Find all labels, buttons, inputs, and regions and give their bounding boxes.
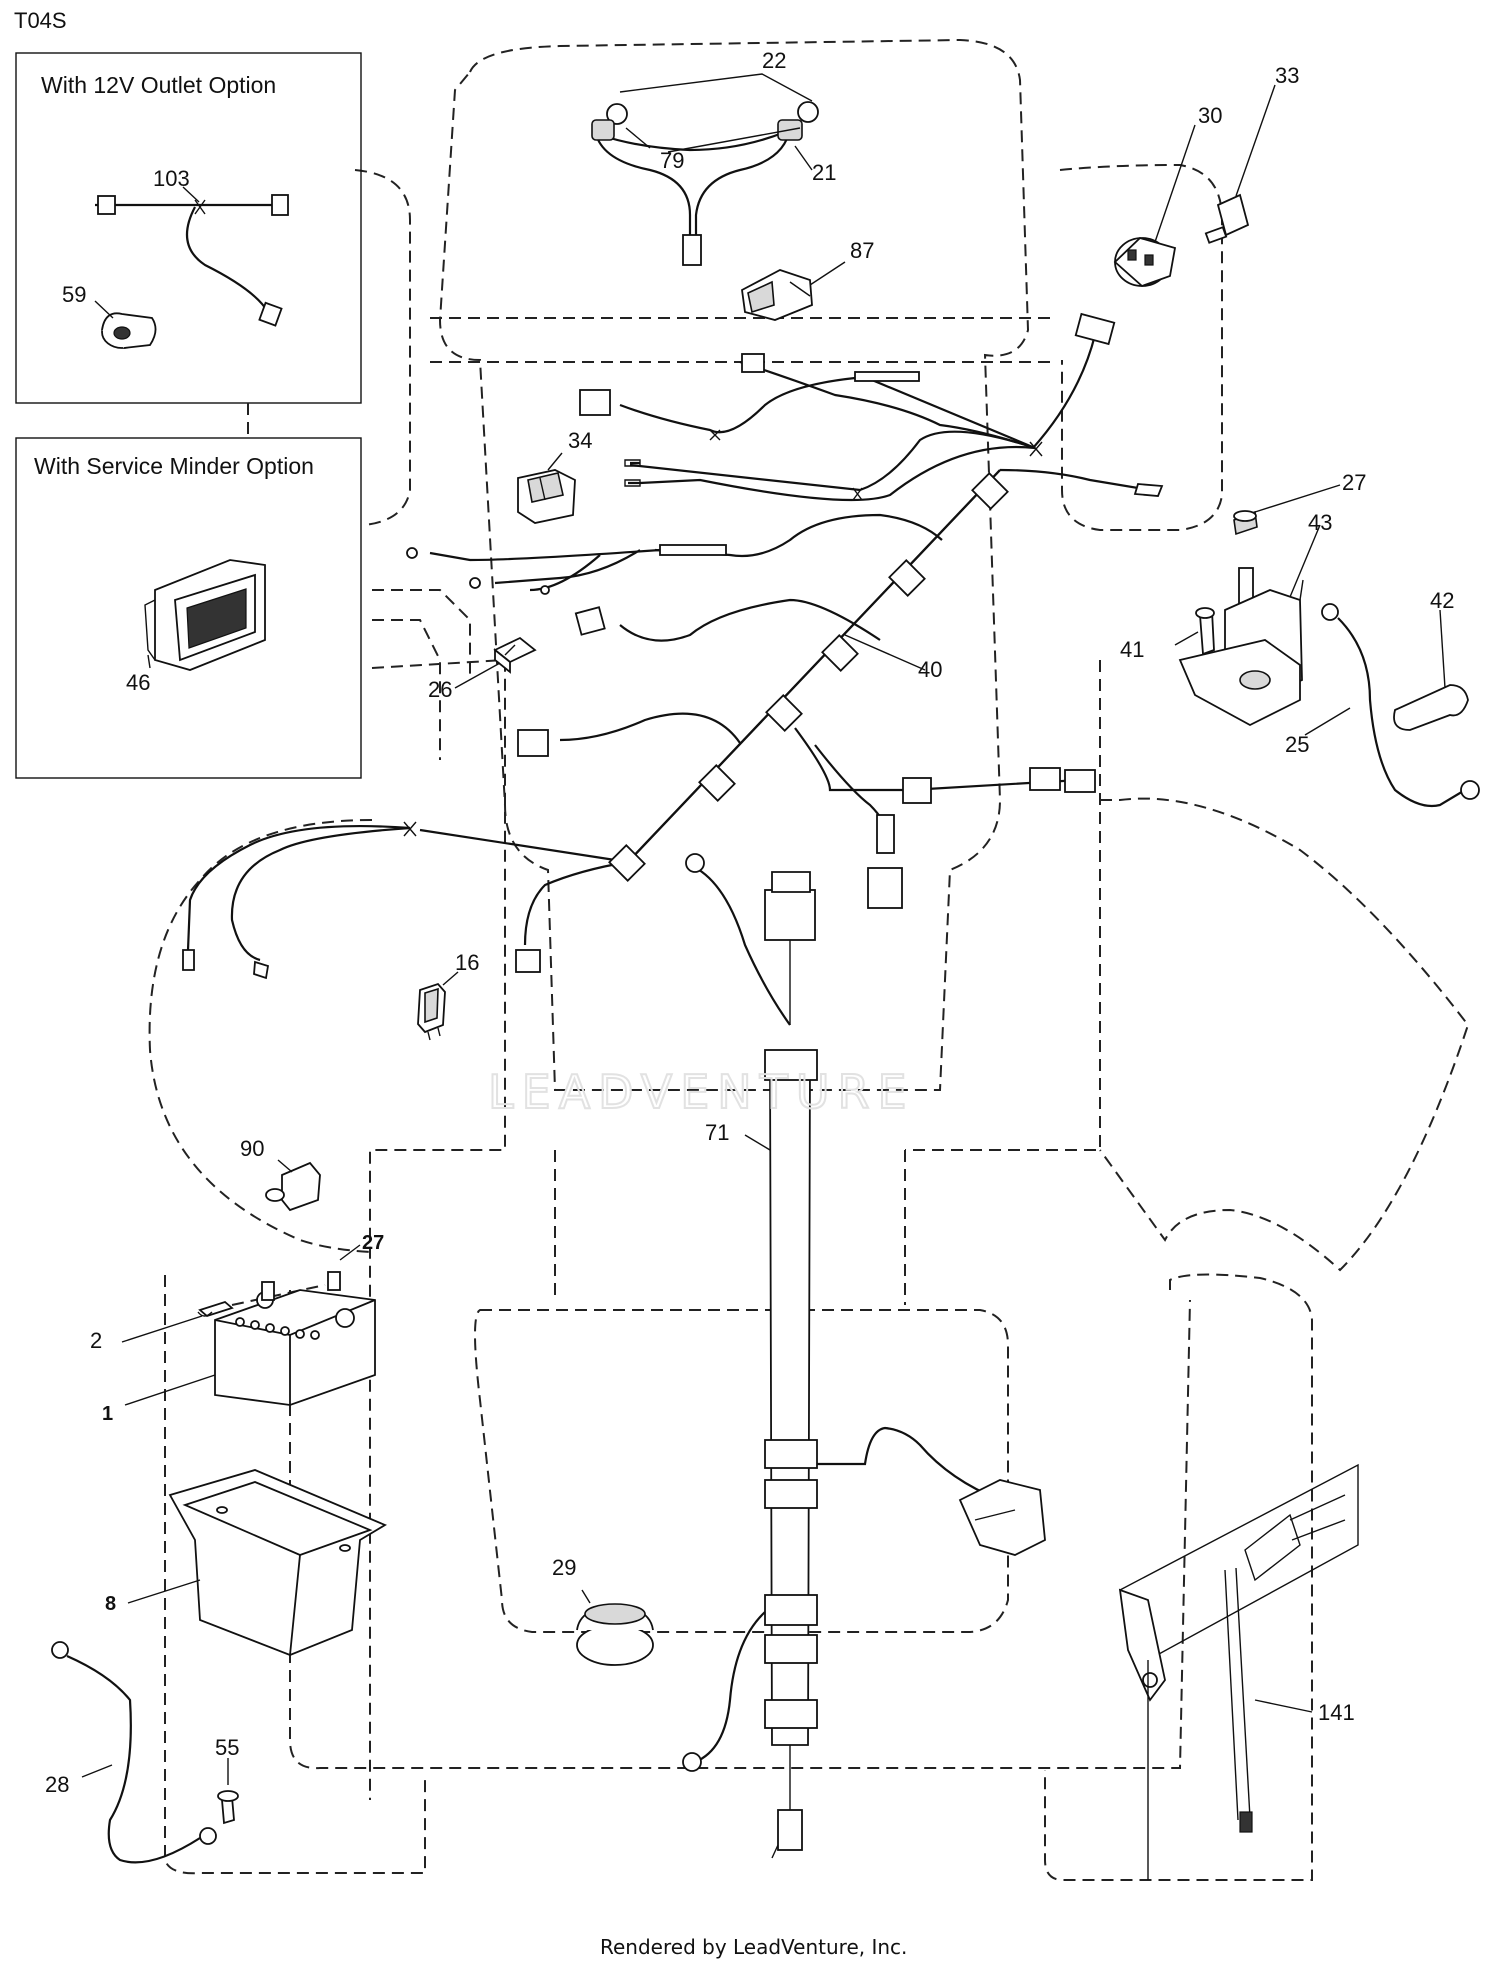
- switch-34: 34: [517, 428, 592, 524]
- callout-16: 16: [455, 950, 479, 975]
- relay-87: 87: [741, 238, 874, 321]
- callout-26: 26: [428, 677, 452, 702]
- service-minder-option-title: With Service Minder Option: [34, 453, 314, 479]
- callout-8: 8: [105, 1593, 116, 1615]
- diagram-code: T04S: [14, 8, 67, 33]
- callout-22: 22: [762, 48, 786, 73]
- callout-46: 46: [126, 670, 150, 695]
- callout-33: 33: [1275, 63, 1299, 88]
- footer-credit: Rendered by LeadVenture, Inc.: [600, 1935, 907, 1959]
- callout-141: 141: [1318, 1700, 1355, 1725]
- callout-29: 29: [552, 1555, 576, 1580]
- switch-plate: 141: [1118, 1463, 1359, 1880]
- service-minder-option-box: With Service Minder Option 46: [15, 437, 362, 779]
- callout-103: 103: [153, 166, 190, 191]
- callout-21: 21: [812, 160, 836, 185]
- seat-switch: 29: [552, 1555, 654, 1666]
- harness-71: 71: [682, 853, 1046, 1859]
- solenoid-assembly: 27 43 41 25 42: [1120, 470, 1480, 808]
- callout-27-solenoid: 27: [1342, 470, 1366, 495]
- callout-90: 90: [240, 1136, 264, 1161]
- switch-16: 16: [417, 950, 479, 1041]
- callout-42: 42: [1430, 588, 1454, 613]
- callout-30: 30: [1198, 103, 1222, 128]
- headlight-assembly: 22 79 21: [591, 48, 836, 266]
- outlet-option-box: With 12V Outlet Option 103 59: [15, 52, 362, 404]
- callout-28: 28: [45, 1772, 69, 1797]
- ignition-switch: 30 33: [1113, 63, 1299, 288]
- callout-27-battery: 27: [362, 1232, 384, 1254]
- callout-25: 25: [1285, 732, 1309, 757]
- callout-87: 87: [850, 238, 874, 263]
- callout-55: 55: [215, 1735, 239, 1760]
- callout-40: 40: [918, 657, 942, 682]
- battery-tray: 8: [105, 1469, 387, 1656]
- battery-assembly: 27 2 1: [90, 1232, 384, 1425]
- callout-59: 59: [62, 282, 86, 307]
- callout-79: 79: [660, 148, 684, 173]
- chassis-outline: [148, 38, 1470, 1881]
- ground-cable: 28 55: [45, 1641, 239, 1864]
- callout-34: 34: [568, 428, 592, 453]
- callout-43: 43: [1308, 510, 1332, 535]
- callout-41: 41: [1120, 637, 1144, 662]
- outlet-option-title: With 12V Outlet Option: [41, 72, 276, 98]
- callout-2: 2: [90, 1328, 102, 1353]
- callout-71: 71: [705, 1120, 729, 1145]
- callout-1: 1: [102, 1403, 113, 1425]
- switch-90: 90: [240, 1136, 321, 1212]
- main-harness: 40: [182, 312, 1164, 980]
- fuse-26: 26: [428, 636, 537, 702]
- watermark: LEADVENTURE: [488, 1065, 915, 1119]
